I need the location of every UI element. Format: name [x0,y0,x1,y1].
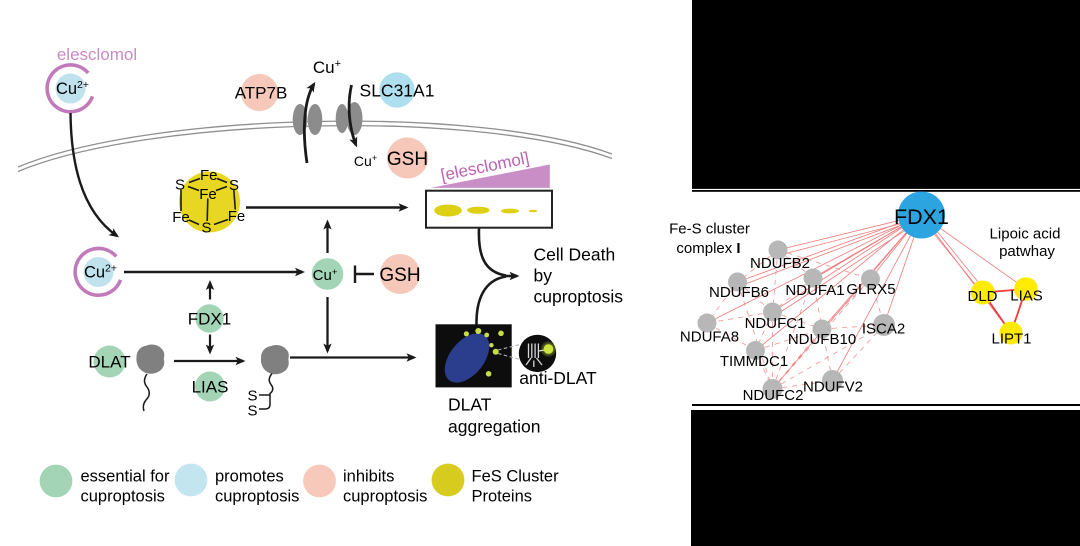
svg-text:ISCA2: ISCA2 [862,321,905,338]
svg-text:anti-DLAT: anti-DLAT [519,368,597,388]
svg-text:complex I: complex I [676,240,740,257]
svg-text:LIPT1: LIPT1 [991,331,1031,348]
svg-text:NDUFC2: NDUFC2 [743,387,804,404]
svg-text:Cell Death: Cell Death [534,245,616,265]
svg-text:Fe: Fe [172,209,190,226]
svg-text:NDUFA8: NDUFA8 [680,329,739,346]
svg-text:patwhay: patwhay [999,243,1055,260]
svg-text:S: S [201,220,211,237]
svg-text:Cu2+: Cu2+ [84,263,117,282]
svg-text:LIAS: LIAS [1010,288,1043,305]
svg-text:by: by [534,266,553,286]
svg-text:DLAT: DLAT [448,395,492,415]
svg-text:Cu+: Cu+ [313,267,338,284]
svg-text:Cu+: Cu+ [354,153,377,169]
svg-text:S: S [247,403,257,420]
svg-text:FeS Cluster: FeS Cluster [472,468,560,486]
svg-text:aggregation: aggregation [448,417,540,437]
svg-text:cuproptosis: cuproptosis [534,287,624,307]
svg-text:elesclomol: elesclomol [57,45,137,64]
svg-text:SLC31A1: SLC31A1 [360,81,435,101]
svg-text:DLD: DLD [967,288,997,305]
svg-text:Fe: Fe [200,167,218,184]
svg-text:NDUFA1: NDUFA1 [785,282,844,299]
svg-text:S: S [247,388,257,405]
svg-text:Proteins: Proteins [472,488,533,506]
svg-text:inhibits: inhibits [343,468,394,486]
svg-text:NDUFV2: NDUFV2 [803,379,863,396]
svg-text:Cu+: Cu+ [313,58,341,77]
svg-text:cuproptosis: cuproptosis [81,488,165,506]
svg-text:FDX1: FDX1 [188,310,231,329]
svg-text:GLRX5: GLRX5 [846,281,895,298]
svg-text:essential for: essential for [81,468,170,486]
svg-text:S: S [175,177,185,194]
svg-text:NDUFB6: NDUFB6 [709,284,769,301]
svg-text:ATP7B: ATP7B [235,84,288,103]
svg-text:Fe: Fe [228,208,246,225]
svg-text:Cu2+: Cu2+ [56,79,89,98]
svg-text:Fe-S cluster: Fe-S cluster [669,221,750,238]
svg-text:DLAT: DLAT [88,353,130,372]
svg-text:NDUFC1: NDUFC1 [745,315,806,332]
svg-text:GSH: GSH [387,149,428,170]
svg-text:cuproptosis: cuproptosis [343,488,427,506]
svg-text:Lipoic acid: Lipoic acid [990,226,1061,243]
svg-text:promotes: promotes [215,468,284,486]
svg-text:Fe: Fe [199,186,217,203]
svg-text:NDUFB10: NDUFB10 [788,331,856,348]
svg-text:S: S [229,177,239,194]
svg-text:NDUFB2: NDUFB2 [750,255,810,272]
svg-text:FDX1: FDX1 [894,205,949,229]
svg-text:TIMMDC1: TIMMDC1 [720,353,788,370]
svg-text:LIAS: LIAS [192,378,229,397]
svg-text:cuproptosis: cuproptosis [215,488,299,506]
svg-text:GSH: GSH [379,265,420,286]
